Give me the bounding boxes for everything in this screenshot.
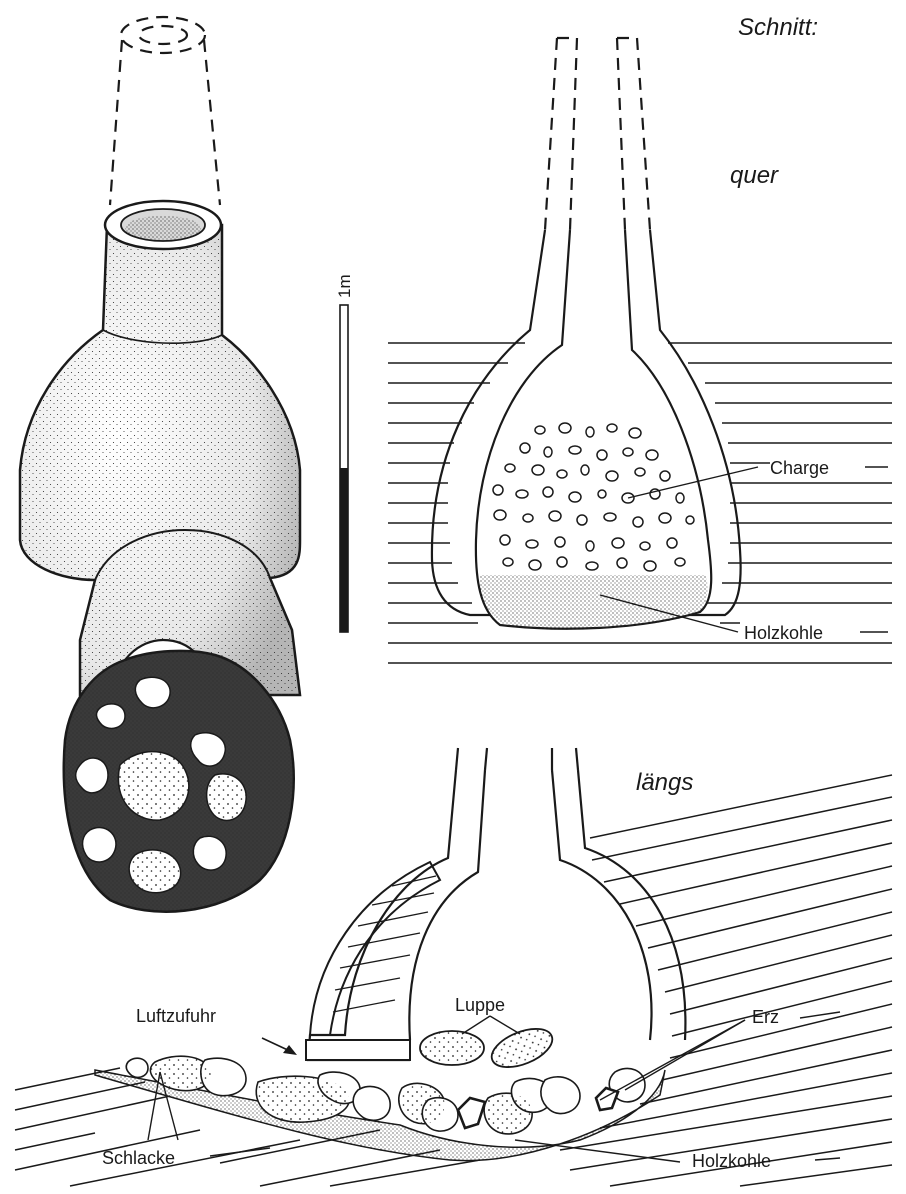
erz-label: Erz [752, 1007, 779, 1027]
holzkohle-label-top: Holzkohle [744, 623, 823, 643]
tuyere [306, 1040, 410, 1060]
chimney-dashed-extension [110, 17, 220, 205]
schnitt-label: Schnitt: [738, 14, 818, 41]
quer-label: quer [730, 162, 779, 189]
furnace-3d-view [20, 17, 300, 912]
charge-label: Charge [770, 458, 829, 478]
cross-section-quer: Schnitt: quer [388, 14, 892, 663]
luppe-label: Luppe [455, 995, 505, 1015]
holzkohle-label-bottom: Holzkohle [692, 1151, 771, 1171]
luftzufuhr-label: Luftzufuhr [136, 1006, 216, 1026]
scale-bar: 1m [335, 274, 354, 632]
air-inlet-arrow [262, 1038, 297, 1055]
laengs-label: längs [636, 769, 693, 796]
luppe-blooms [420, 1021, 558, 1075]
schlacke-label: Schlacke [102, 1148, 175, 1168]
scale-label: 1m [335, 274, 354, 298]
